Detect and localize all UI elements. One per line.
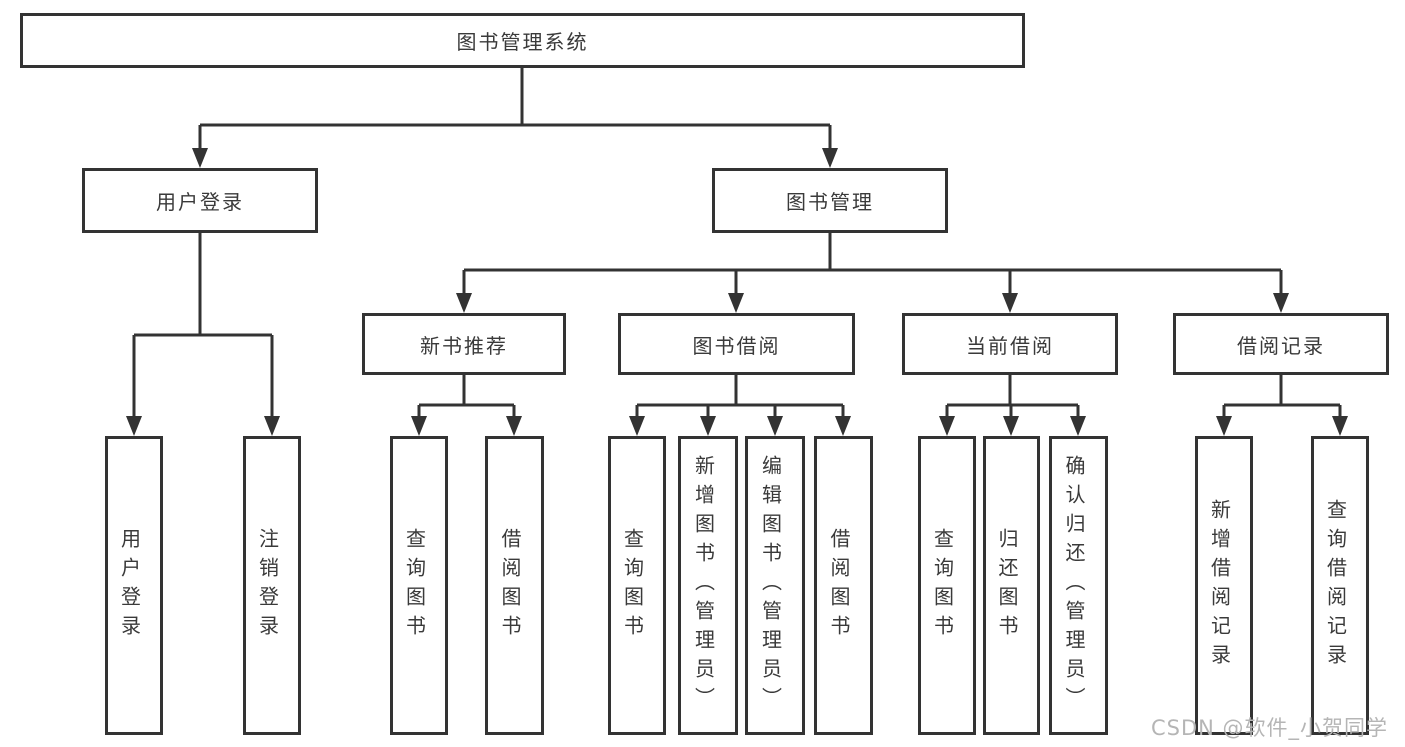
leaf-query-books-borrow: 查询图书 (608, 436, 666, 735)
arrowhead (728, 293, 744, 313)
leaf-query-borrow-record: 查询借阅记录 (1311, 436, 1369, 735)
node-label: 归还图书 (995, 527, 1019, 644)
leaf-query-books-current: 查询图书 (918, 436, 976, 735)
leaf-edit-books-admin: 编辑图书（管理员） (745, 436, 805, 735)
arrowhead (1273, 293, 1289, 313)
leaf-add-books-admin: 新增图书（管理员） (678, 436, 738, 735)
arrowhead (822, 148, 838, 168)
node-book-borrow: 图书借阅 (618, 313, 855, 375)
node-label: 注销登录 (255, 527, 280, 644)
node-new-book-recommend: 新书推荐 (362, 313, 566, 375)
arrowhead (835, 416, 851, 436)
csdn-watermark: CSDN @软件_小贺同学 (1151, 716, 1389, 740)
node-label: 新增借阅记录 (1207, 498, 1232, 673)
arrowhead (126, 416, 142, 436)
node-label: 当前借阅 (966, 333, 1054, 358)
node-label: 图书管理系统 (456, 30, 589, 54)
node-label: 查询图书 (930, 527, 955, 644)
arrowhead (1070, 416, 1086, 436)
leaf-query-books-recommend: 查询图书 (390, 436, 448, 735)
node-label: 借阅图书 (827, 527, 851, 644)
node-label: 借阅记录 (1237, 333, 1325, 358)
arrowhead (1332, 416, 1348, 436)
leaf-add-borrow-record: 新增借阅记录 (1195, 436, 1253, 735)
arrowhead (939, 416, 955, 436)
node-label: 查询图书 (620, 527, 645, 644)
arrowhead (767, 416, 783, 436)
arrowhead (629, 416, 645, 436)
arrowhead (192, 148, 208, 168)
node-label: 编辑图书（管理员） (758, 455, 783, 716)
node-label: 查询借阅记录 (1323, 498, 1348, 673)
node-borrow-records: 借阅记录 (1173, 313, 1389, 375)
node-label: 用户登录 (117, 527, 142, 644)
leaf-return-books: 归还图书 (983, 436, 1040, 735)
arrowhead (700, 416, 716, 436)
leaf-logout: 注销登录 (243, 436, 301, 735)
arrowhead (1003, 416, 1019, 436)
arrowhead (506, 416, 522, 436)
node-root-system: 图书管理系统 (20, 13, 1025, 68)
node-label: 新书推荐 (420, 333, 508, 358)
arrowhead (1002, 293, 1018, 313)
node-label: 图书管理 (786, 190, 874, 214)
arrowhead (1216, 416, 1232, 436)
leaf-borrow-books-recommend: 借阅图书 (485, 436, 544, 735)
node-book-management: 图书管理 (712, 168, 948, 233)
node-label: 图书借阅 (692, 333, 781, 358)
node-label: 新增图书（管理员） (691, 455, 716, 716)
node-user-login: 用户登录 (82, 168, 318, 233)
node-current-borrow: 当前借阅 (902, 313, 1118, 375)
leaf-user-login: 用户登录 (105, 436, 163, 735)
arrowhead (264, 416, 280, 436)
arrowheads (126, 148, 1348, 436)
node-label: 查询图书 (402, 527, 427, 644)
leaf-borrow-books: 借阅图书 (814, 436, 873, 735)
connector-path (132, 68, 1342, 432)
arrowhead (411, 416, 427, 436)
arrowhead (456, 293, 472, 313)
node-label: 用户登录 (156, 190, 244, 214)
leaf-confirm-return-admin: 确认归还（管理员） (1049, 436, 1108, 735)
node-label: 确认归还（管理员） (1062, 455, 1086, 716)
node-label: 借阅图书 (498, 527, 522, 644)
